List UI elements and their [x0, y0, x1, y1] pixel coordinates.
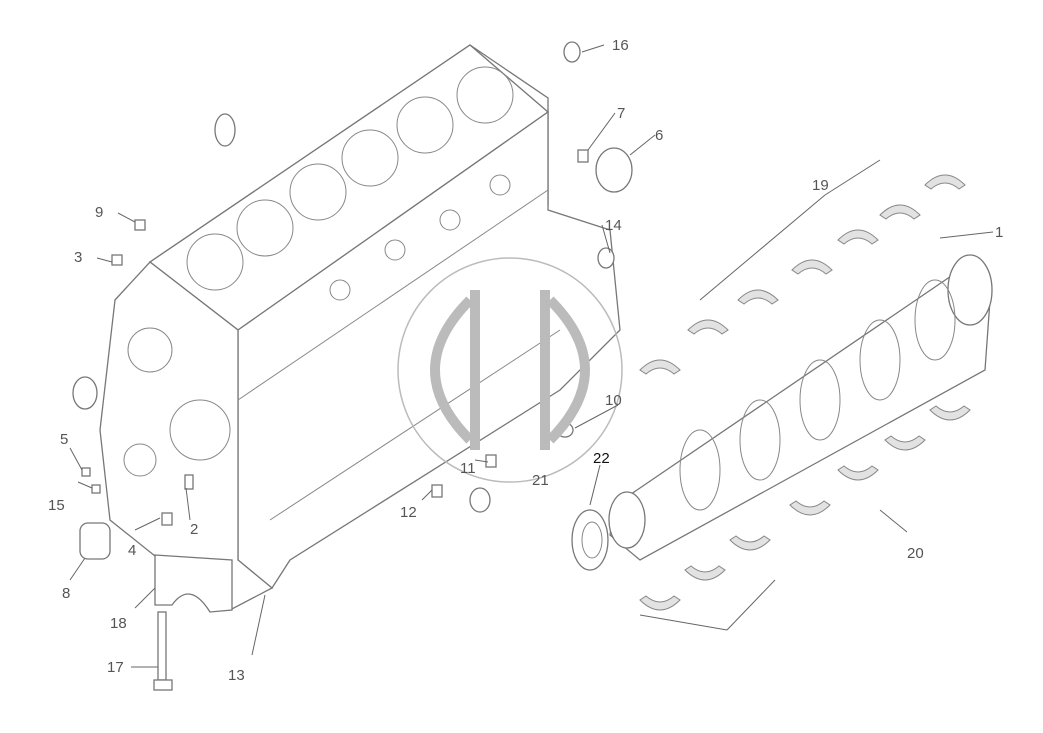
- callout-2: 2: [190, 521, 198, 538]
- leader-lines: [69, 44, 994, 668]
- callout-6: 6: [655, 127, 663, 144]
- callout-19: 19: [812, 177, 829, 194]
- callout-22: 22: [593, 450, 610, 467]
- callout-10: 10: [605, 392, 622, 409]
- callout-12: 12: [400, 504, 417, 521]
- callout-3: 3: [74, 249, 82, 266]
- callout-11: 11: [460, 460, 476, 477]
- main-bearing-cap: [154, 554, 233, 613]
- cylinder-block: [99, 44, 621, 611]
- watermark-logo: [397, 257, 623, 483]
- callout-20: 20: [907, 545, 924, 562]
- callout-7: 7: [617, 105, 625, 122]
- lower-bearing-shells: [639, 405, 971, 611]
- callout-4: 4: [128, 542, 136, 559]
- callout-1: 1: [995, 224, 1003, 241]
- crankshaft: [608, 254, 993, 561]
- callout-17: 17: [107, 659, 124, 676]
- callout-8: 8: [62, 585, 70, 602]
- callout-21: 21: [532, 472, 549, 489]
- small-parts: [72, 41, 633, 560]
- callout-5: 5: [60, 431, 68, 448]
- callout-14: 14: [605, 217, 622, 234]
- callout-18: 18: [110, 615, 127, 632]
- callout-15: 15: [48, 497, 65, 514]
- callout-16: 16: [612, 37, 629, 54]
- callout-9: 9: [95, 204, 103, 221]
- crankshaft-gear: [571, 509, 609, 571]
- upper-bearing-shells: [639, 174, 966, 375]
- callout-labels: 1 2 3 4 5 6 7 8 9 10 11 12 13 14 15 16 1…: [48, 37, 1003, 684]
- cap-bolt: [153, 611, 173, 691]
- callout-13: 13: [228, 667, 245, 684]
